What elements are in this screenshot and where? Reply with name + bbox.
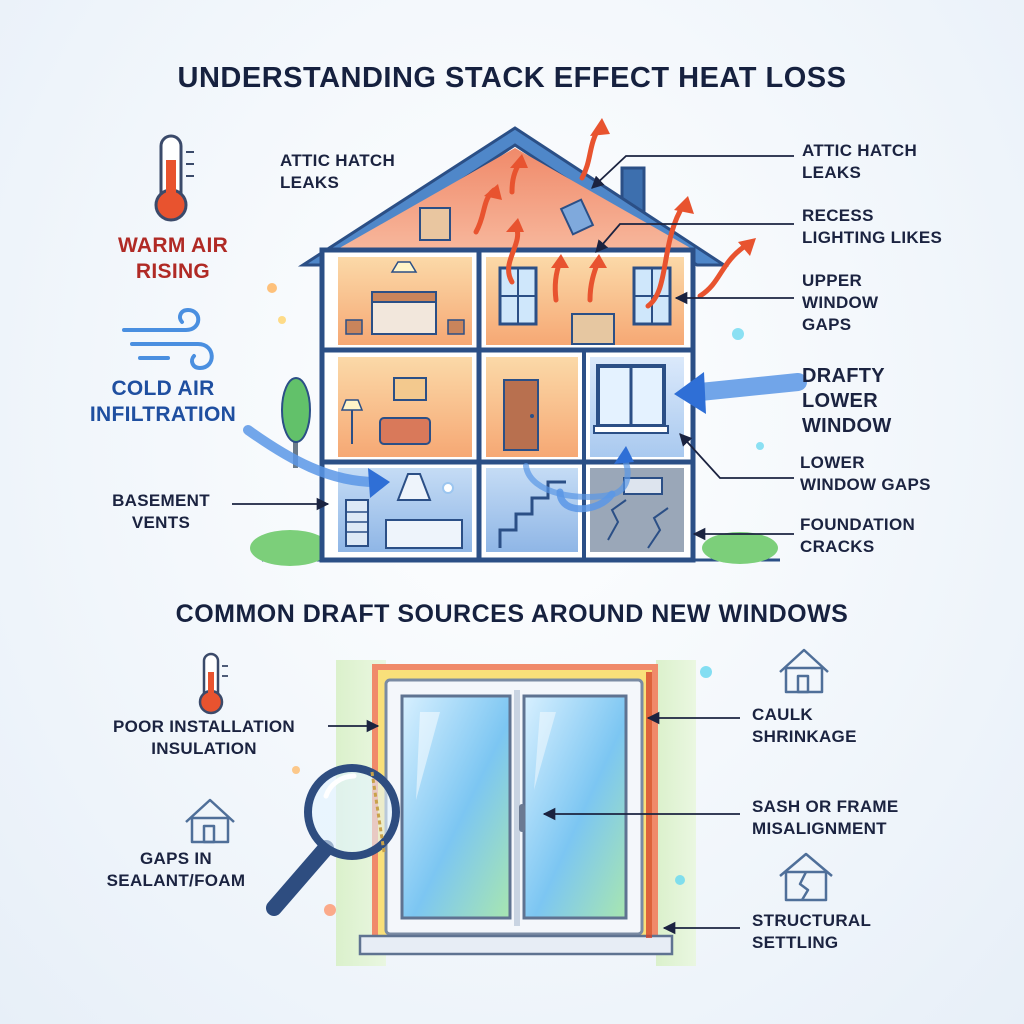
- window-sill: [358, 934, 674, 956]
- attic-box: [419, 207, 451, 241]
- house-icon: [185, 798, 235, 844]
- sofa: [379, 417, 431, 445]
- recess-lighting-label: RECESS LIGHTING LIKES: [802, 206, 943, 247]
- lower-window-gaps-label: LOWER WINDOW GAPS: [800, 453, 931, 494]
- magnifying-glass-icon: [266, 764, 400, 916]
- basement-vent: [345, 499, 369, 547]
- section-title: COMMON DRAFT SOURCES AROUND NEW WINDOWS: [175, 600, 849, 628]
- bush-left: [250, 530, 330, 566]
- caulk-bead: [646, 672, 652, 938]
- glass-left: [400, 694, 512, 920]
- house-pointers: [232, 155, 794, 541]
- basement-vents-label: BASEMENT VENTS: [112, 491, 210, 532]
- main-title: UNDERSTANDING STACK EFFECT HEAT LOSS: [177, 62, 847, 94]
- ceiling-light: [390, 261, 418, 273]
- structural-settling-label: STRUCTURAL SETTLING: [752, 911, 872, 952]
- cold-air-arrows: [243, 372, 807, 513]
- bed: [371, 299, 437, 335]
- drafty-lower-window-label: DRAFTY LOWER WINDOW: [802, 365, 892, 437]
- upper-window-gaps-label: UPPER WINDOW GAPS: [802, 271, 879, 334]
- gaps-in-sealant-label: GAPS IN SEALANT/FOAM: [106, 849, 246, 890]
- foundation-crack-2: [647, 507, 669, 549]
- cold-air-label: COLD AIR INFILTRATION: [89, 377, 237, 426]
- warm-air-arrows: [473, 123, 751, 309]
- thermometer-icon: [154, 134, 194, 222]
- tree: [281, 377, 311, 468]
- range-hood: [396, 473, 432, 501]
- foundation-cracks-label: FOUNDATION CRACKS: [800, 515, 916, 556]
- bush-right: [702, 532, 778, 564]
- warm-air-label: WARM AIR RISING: [117, 234, 229, 283]
- window-handle: [519, 804, 525, 832]
- kitchen-cabinets: [385, 519, 463, 549]
- wall-right: [656, 660, 696, 966]
- caulk-shrinkage-label: CAULK SHRINKAGE: [752, 705, 857, 746]
- sash-misalignment-label: SASH OR FRAME MISALIGNMENT: [752, 797, 899, 838]
- poor-installation-label: POOR INSTALLATION INSULATION: [112, 717, 295, 758]
- dresser: [571, 313, 615, 345]
- floor-lamp: [340, 399, 364, 411]
- thermometer-icon: [198, 652, 228, 715]
- house-icon: [779, 648, 829, 694]
- picture-frame: [393, 377, 427, 401]
- warm-arrowheads: [484, 118, 756, 268]
- attic-hatch-left-label: ATTIC HATCH LEAKS: [280, 151, 396, 192]
- attic-hatch: [559, 198, 595, 236]
- window-pointers: [328, 711, 740, 935]
- wind-icon: [122, 307, 214, 371]
- attic-hatch-right-label: ATTIC HATCH LEAKS: [802, 141, 918, 182]
- glass-right: [522, 694, 628, 920]
- cracked-house-icon: [779, 852, 833, 902]
- foundation-crack-1: [607, 499, 627, 541]
